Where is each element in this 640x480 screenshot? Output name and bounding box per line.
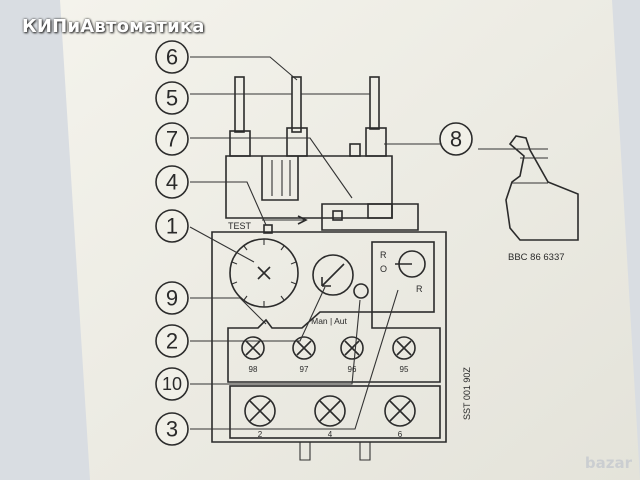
callout-3: 3 (155, 412, 189, 446)
r-label-right: R (416, 284, 423, 294)
leader-lines (189, 56, 440, 430)
aux-terminal-97: 97 (300, 365, 309, 374)
svg-text:3: 3 (166, 417, 178, 442)
aux-terminal-98: 98 (249, 365, 258, 374)
svg-text:4: 4 (166, 170, 178, 195)
top-pins (229, 76, 387, 157)
o-label: O (380, 264, 387, 274)
svg-text:2: 2 (166, 329, 178, 354)
paper-sheet (60, 0, 640, 480)
main-housing (211, 231, 447, 461)
current-dial (229, 238, 299, 308)
callout-8: 8 (439, 122, 473, 156)
callout-5: 5 (155, 81, 189, 115)
man-aut-label: Man | Aut (311, 316, 347, 326)
upper-housing (225, 155, 419, 234)
main-terminal-2: 2 (258, 430, 263, 439)
reset-knob (312, 254, 369, 299)
main-terminal-4: 4 (328, 430, 333, 439)
bbc-label: BBC 86 6337 (508, 252, 565, 263)
aux-terminal-95: 95 (400, 365, 409, 374)
svg-text:1: 1 (166, 214, 178, 239)
aux-terminal-96: 96 (348, 365, 357, 374)
svg-text:8: 8 (450, 127, 462, 152)
callout-4: 4 (155, 165, 189, 199)
aux-terminals (241, 336, 416, 360)
document-code: SST 001 90Z (462, 367, 472, 420)
callout-2: 2 (155, 324, 189, 358)
svg-text:10: 10 (162, 374, 182, 394)
svg-text:7: 7 (166, 127, 178, 152)
callout-6: 6 (155, 40, 189, 74)
test-label: TEST (228, 221, 252, 231)
callout-7: 7 (155, 122, 189, 156)
svg-text:5: 5 (166, 86, 178, 111)
main-terminals (244, 395, 416, 427)
r-label-top: R (380, 250, 387, 260)
watermark: КИПиАвтоматика (22, 16, 205, 37)
svg-text:9: 9 (166, 286, 178, 311)
main-terminal-6: 6 (398, 430, 403, 439)
callout-9: 9 (155, 281, 189, 315)
callout-10: 10 (155, 367, 189, 401)
detail-8-sketch (478, 135, 579, 241)
svg-text:6: 6 (166, 45, 178, 70)
bazar-logo: bazar (584, 454, 632, 472)
callout-1: 1 (155, 209, 189, 243)
